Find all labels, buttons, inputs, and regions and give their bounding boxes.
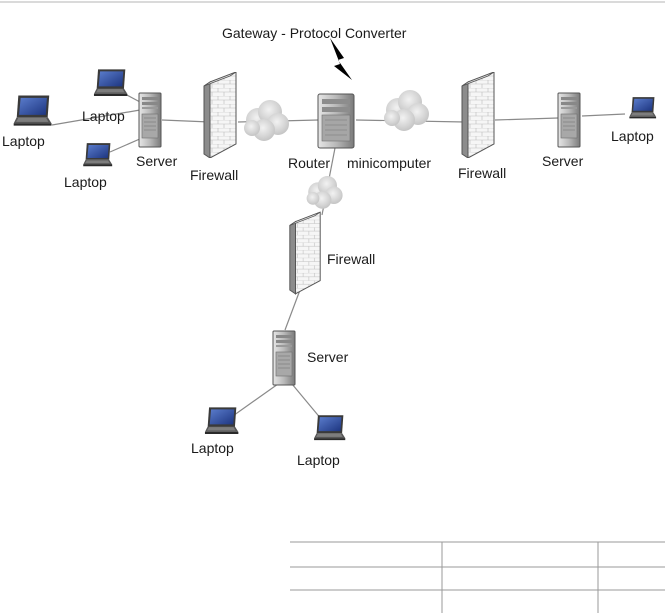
- server-icon: [272, 330, 296, 386]
- laptop-label: Laptop: [82, 108, 125, 124]
- laptop-label: Laptop: [191, 440, 234, 456]
- firewall-icon: [461, 72, 495, 158]
- laptop-label: Laptop: [297, 452, 340, 468]
- firewall-label: Firewall: [190, 167, 238, 183]
- server-label: Server: [307, 349, 349, 365]
- firewall-icon: [289, 211, 321, 295]
- cloud-icon: [384, 90, 429, 131]
- laptop-icon: [83, 143, 113, 167]
- server-icon: [557, 92, 581, 148]
- laptop-icon: [204, 407, 239, 434]
- cloud-icon: [244, 100, 289, 141]
- router-label: Router: [288, 155, 330, 171]
- laptop-icon: [314, 415, 346, 441]
- table-rules: [290, 541, 665, 613]
- server-label: Server: [136, 153, 178, 169]
- laptop-icon: [13, 95, 52, 126]
- lightning-bolt-icon: [330, 38, 352, 80]
- laptop-icon: [629, 97, 657, 119]
- cloud-icon: [306, 176, 343, 209]
- laptop-label: Laptop: [64, 174, 107, 190]
- laptop-icon: [93, 69, 128, 96]
- laptop-label: Laptop: [2, 133, 45, 149]
- server-label: Server: [542, 153, 584, 169]
- laptop-label: Laptop: [611, 128, 654, 144]
- router-icon: [317, 93, 355, 149]
- minicomputer-label: minicomputer: [347, 155, 431, 171]
- gateway-label: Gateway - Protocol Converter: [222, 25, 407, 41]
- firewall-icon: [203, 72, 237, 158]
- firewall-label: Firewall: [327, 251, 375, 267]
- firewall-label: Firewall: [458, 165, 506, 181]
- server-icon: [138, 92, 162, 148]
